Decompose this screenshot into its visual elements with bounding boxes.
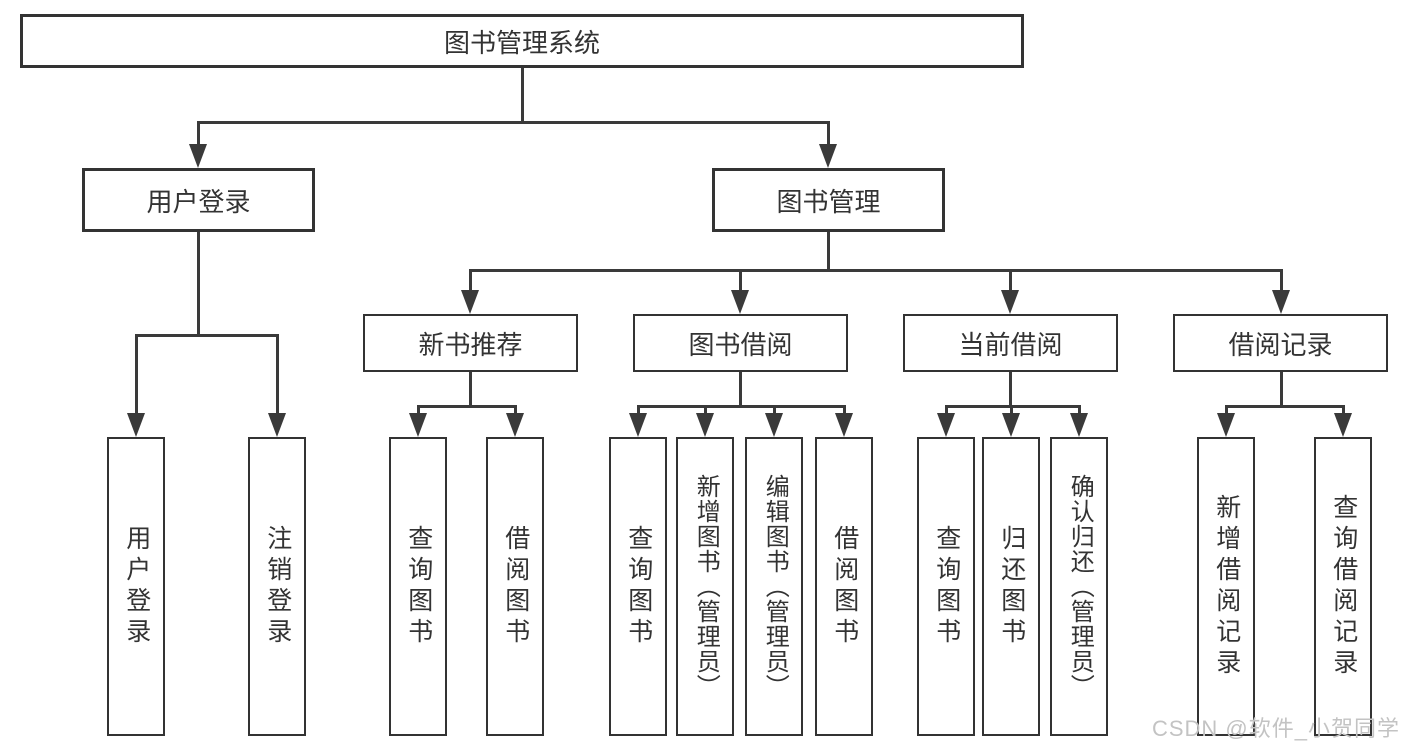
arrowhead-down-icon — [506, 413, 524, 437]
connector-line-vertical — [1077, 405, 1081, 420]
arrowhead-down-icon — [409, 413, 427, 437]
leaf-cb-return-books: 归还图书 — [982, 437, 1040, 736]
node-root-label: 图书管理系统 — [443, 27, 600, 58]
arrowhead-down-icon — [1002, 413, 1020, 437]
leaf-nbr-query-books-label: 查询图书 — [404, 524, 433, 649]
connector-line-vertical — [826, 121, 830, 150]
leaf-br-add-record-label: 新增借阅记录 — [1212, 493, 1241, 680]
connector-line-horizontal — [469, 268, 1282, 272]
arrowhead-down-icon — [819, 144, 837, 168]
connector-line-vertical — [1279, 372, 1283, 407]
node-book-management: 图书管理 — [712, 168, 945, 232]
node-new-book-recommend-label: 新书推荐 — [418, 329, 523, 360]
connector-line-horizontal — [197, 120, 829, 124]
arrowhead-down-icon — [127, 413, 145, 437]
leaf-bb-query-books-label: 查询图书 — [624, 524, 653, 649]
node-current-borrowing: 当前借阅 — [903, 314, 1118, 372]
connector-line-vertical — [275, 334, 279, 420]
connector-line-vertical — [196, 121, 200, 150]
leaf-bb-add-books-admin-label: 新增图书（管理员） — [692, 474, 720, 699]
leaf-logout-login: 注销登录 — [248, 437, 306, 736]
leaf-bb-borrow-books: 借阅图书 — [815, 437, 873, 736]
arrowhead-down-icon — [1070, 413, 1088, 437]
connector-line-vertical — [1279, 269, 1283, 296]
connector-line-vertical — [134, 334, 138, 420]
node-borrowing-records-label: 借阅记录 — [1228, 329, 1333, 360]
connector-line-horizontal — [945, 404, 1080, 408]
leaf-br-add-record: 新增借阅记录 — [1197, 437, 1255, 736]
arrowhead-down-icon — [765, 413, 783, 437]
arrowhead-down-icon — [696, 413, 714, 437]
leaf-cb-confirm-return-admin: 确认归还（管理员） — [1050, 437, 1108, 736]
connector-line-vertical — [1008, 372, 1012, 407]
connector-line-horizontal — [135, 333, 278, 337]
connector-line-vertical — [772, 405, 776, 420]
arrowhead-down-icon — [937, 413, 955, 437]
leaf-cb-query-books: 查询图书 — [917, 437, 975, 736]
connector-line-horizontal — [637, 404, 845, 408]
leaf-br-query-record: 查询借阅记录 — [1314, 437, 1372, 736]
node-book-borrowing: 图书借阅 — [633, 314, 848, 372]
connector-line-vertical — [1009, 405, 1013, 420]
leaf-nbr-borrow-books-label: 借阅图书 — [501, 524, 530, 649]
leaf-bb-edit-books-admin-label: 编辑图书（管理员） — [761, 474, 789, 699]
connector-line-vertical — [738, 269, 742, 296]
node-user-login: 用户登录 — [82, 168, 315, 232]
arrowhead-down-icon — [731, 290, 749, 314]
arrowhead-down-icon — [461, 290, 479, 314]
leaf-bb-edit-books-admin: 编辑图书（管理员） — [745, 437, 803, 736]
connector-line-vertical — [944, 405, 948, 420]
leaf-br-query-record-label: 查询借阅记录 — [1329, 493, 1358, 680]
connector-line-vertical — [196, 232, 200, 336]
connector-line-vertical — [703, 405, 707, 420]
node-user-login-label: 用户登录 — [146, 186, 251, 217]
node-book-borrowing-label: 图书借阅 — [688, 329, 793, 360]
connector-line-vertical — [738, 372, 742, 407]
leaf-user-login-label: 用户登录 — [122, 524, 151, 649]
node-book-management-label: 图书管理 — [776, 186, 881, 217]
arrowhead-down-icon — [1334, 413, 1352, 437]
connector-line-vertical — [520, 68, 524, 123]
leaf-bb-borrow-books-label: 借阅图书 — [830, 524, 859, 649]
arrowhead-down-icon — [268, 413, 286, 437]
leaf-cb-query-books-label: 查询图书 — [932, 524, 961, 649]
connector-line-vertical — [1224, 405, 1228, 420]
connector-line-vertical — [1008, 269, 1012, 296]
leaf-cb-confirm-return-admin-label: 确认归还（管理员） — [1066, 474, 1094, 699]
arrowhead-down-icon — [1001, 290, 1019, 314]
connector-line-horizontal — [1225, 404, 1344, 408]
leaf-bb-query-books: 查询图书 — [609, 437, 667, 736]
leaf-logout-login-label: 注销登录 — [263, 524, 292, 649]
connector-line-vertical — [468, 372, 472, 407]
arrowhead-down-icon — [189, 144, 207, 168]
leaf-nbr-query-books: 查询图书 — [389, 437, 447, 736]
leaf-cb-return-books-label: 归还图书 — [997, 524, 1026, 649]
connector-line-vertical — [636, 405, 640, 420]
arrowhead-down-icon — [1217, 413, 1235, 437]
node-current-borrowing-label: 当前借阅 — [958, 329, 1063, 360]
arrowhead-down-icon — [835, 413, 853, 437]
connector-line-vertical — [1341, 405, 1345, 420]
connector-line-vertical — [416, 405, 420, 420]
connector-line-vertical — [826, 232, 830, 271]
arrowhead-down-icon — [1272, 290, 1290, 314]
arrowhead-down-icon — [629, 413, 647, 437]
csdn-watermark: CSDN @软件_小贺同学 — [1151, 716, 1400, 741]
connector-line-vertical — [468, 269, 472, 296]
connector-line-vertical — [513, 405, 517, 420]
node-new-book-recommend: 新书推荐 — [363, 314, 578, 372]
connector-line-vertical — [842, 405, 846, 420]
leaf-bb-add-books-admin: 新增图书（管理员） — [676, 437, 734, 736]
node-borrowing-records: 借阅记录 — [1173, 314, 1388, 372]
leaf-nbr-borrow-books: 借阅图书 — [486, 437, 544, 736]
node-root: 图书管理系统 — [20, 14, 1024, 68]
leaf-user-login: 用户登录 — [107, 437, 165, 736]
connector-line-horizontal — [417, 404, 516, 408]
